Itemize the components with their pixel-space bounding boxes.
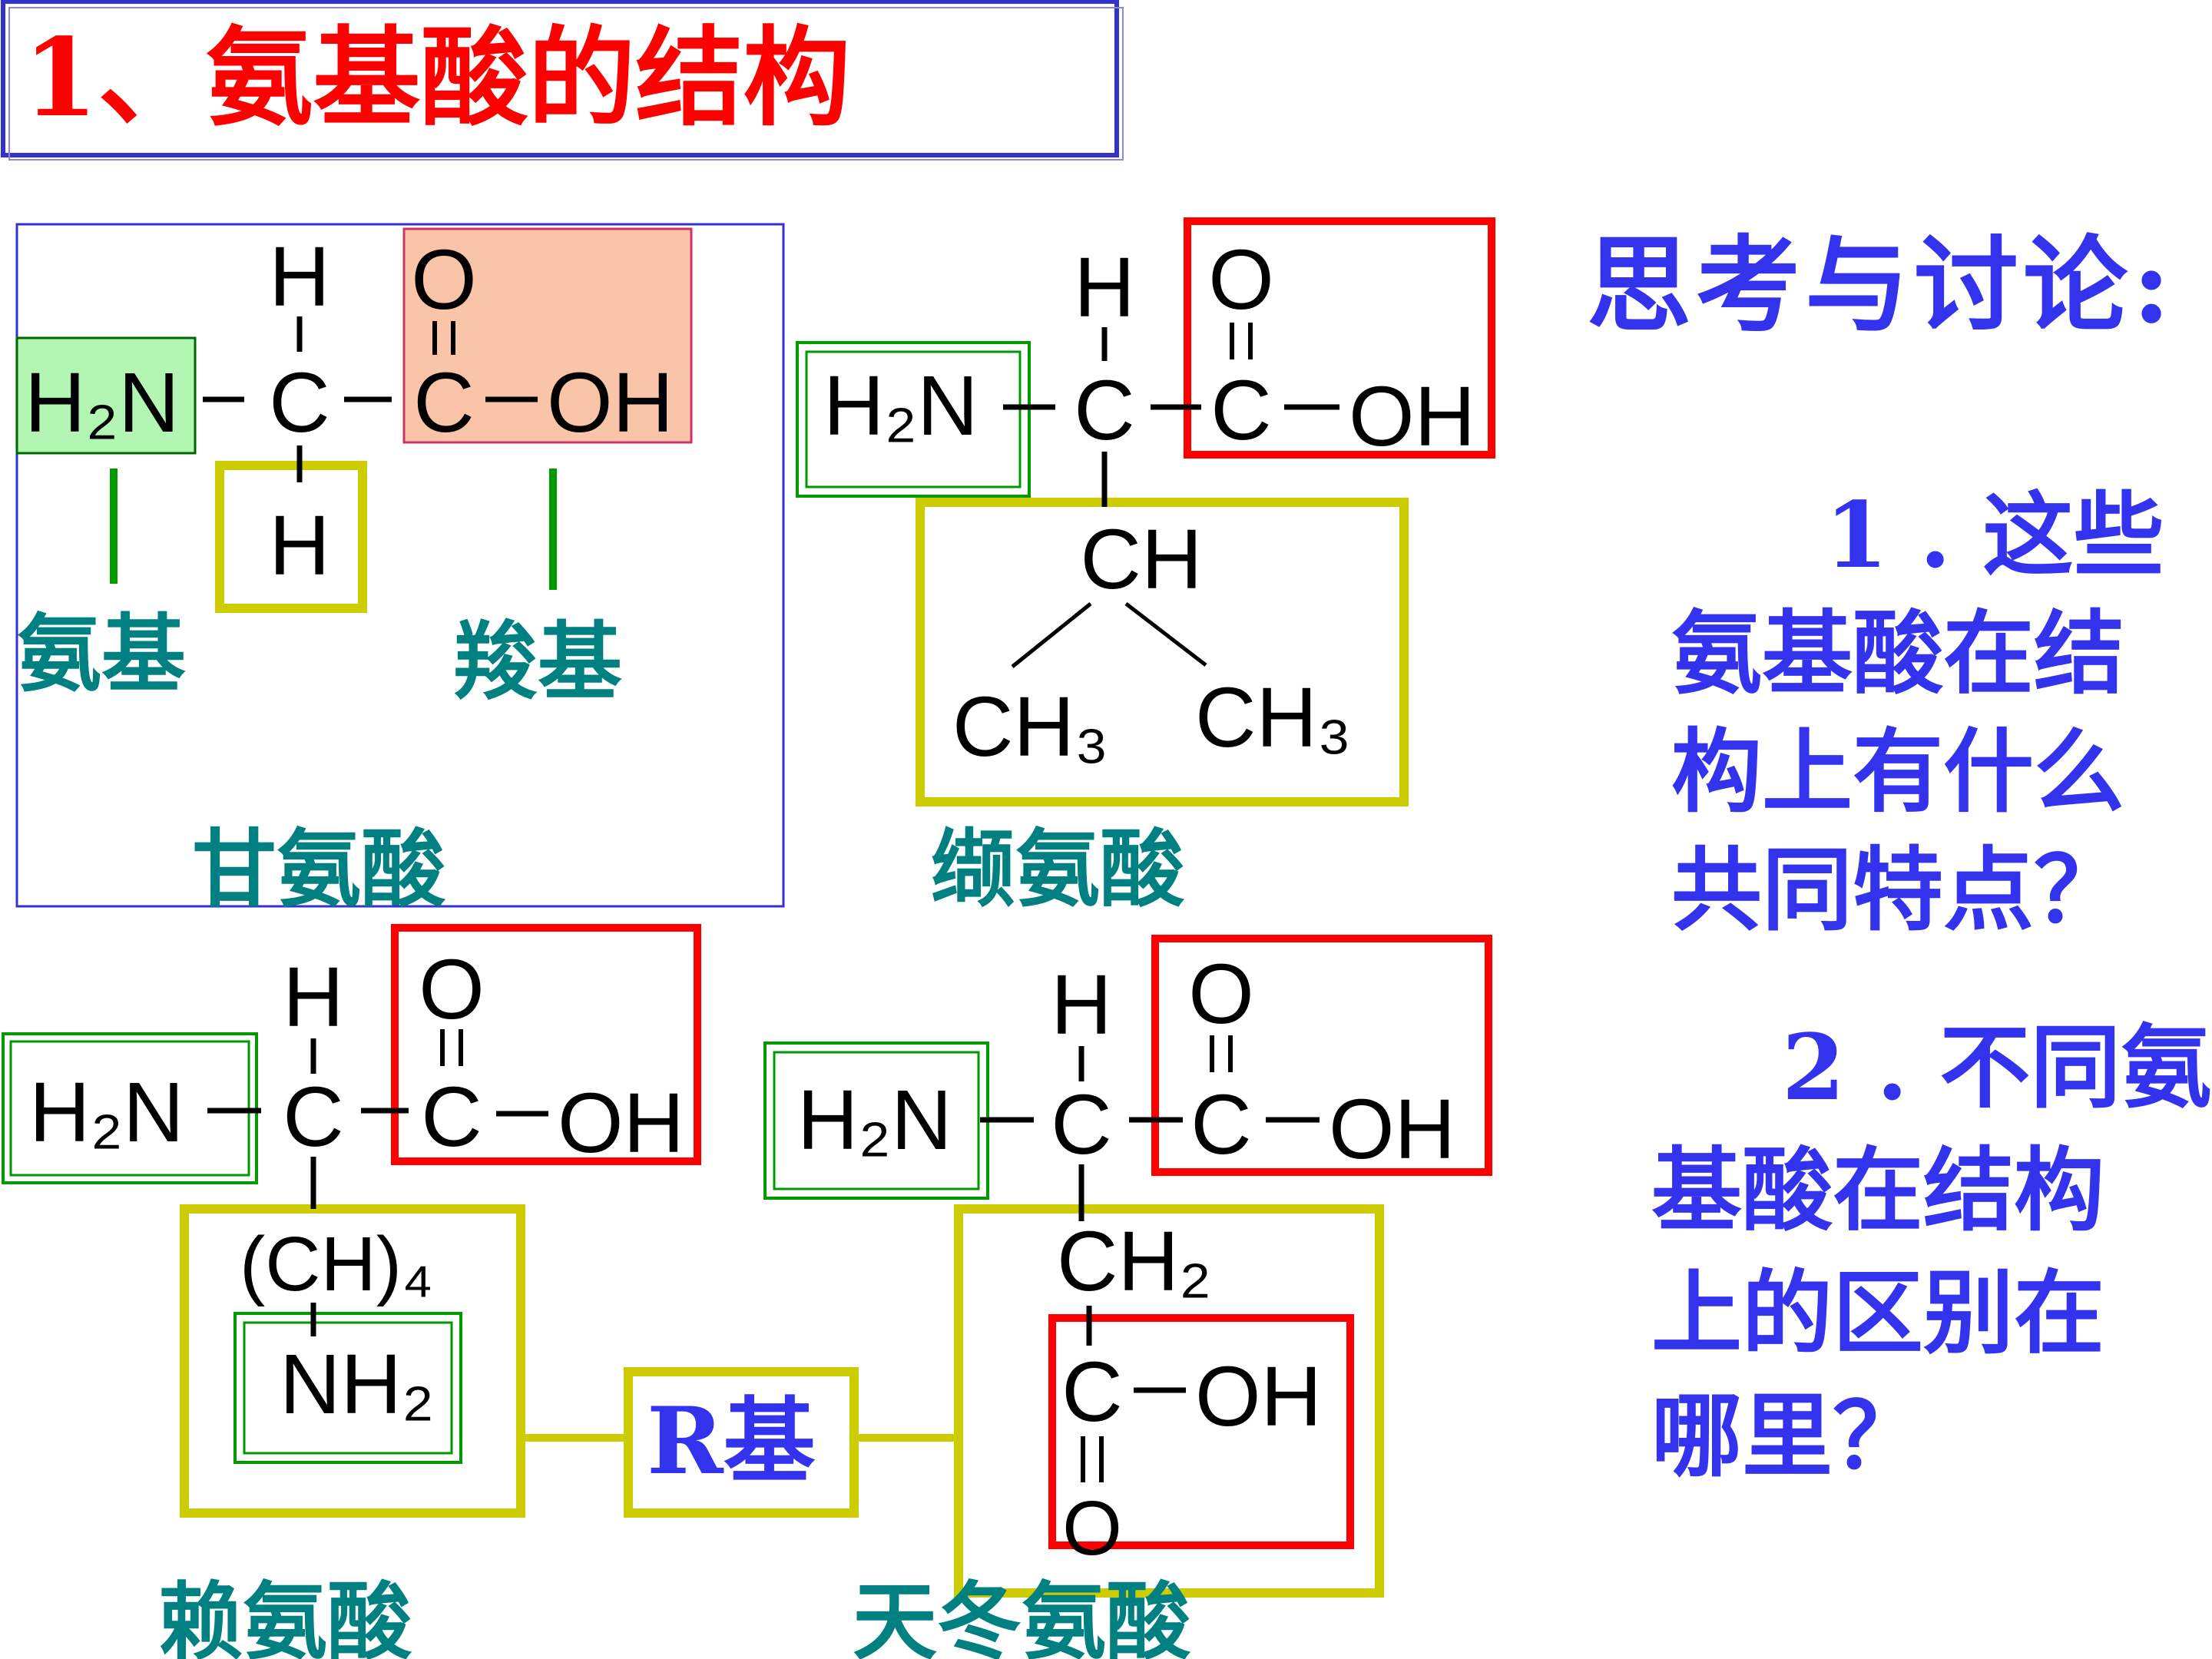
valine-carboxyl-carbon: C <box>1210 363 1271 458</box>
aspartic-amino-box-inner <box>773 1051 980 1190</box>
r-group-callout: R基 <box>522 1367 957 1518</box>
glycine-name: 甘氨酸 <box>192 820 446 919</box>
amino-group-label: 氨基 <box>17 604 186 704</box>
glycine-top-h: H <box>269 230 329 324</box>
discussion-heading: 思考与讨论: <box>1587 224 2176 347</box>
question-1-line-4: 共同特点？ <box>1671 836 2125 943</box>
lysine-carboxyl-oxygen: O <box>419 942 485 1037</box>
question-2-line-4: 哪里？ <box>1651 1382 1924 1489</box>
aspartic-r-ch2: CH₂ <box>1057 1214 1212 1309</box>
aspartic-side-oh: OH <box>1195 1349 1322 1444</box>
discussion-question-1: 1 . 这些 氨基酸在结 构上有什么 共同特点？ <box>1671 476 2164 949</box>
aspartic-carboxyl-oxygen: O <box>1188 947 1254 1041</box>
valine-amino: H₂N <box>823 359 979 453</box>
valine-carboxyl-box <box>1184 217 1495 459</box>
glycine-carboxyl-carbon: C <box>413 356 474 450</box>
glycine-structure: H H₂N C C O OH H 氨基 羧基 甘氨酸 <box>15 223 785 919</box>
aspartic-carboxyl-box <box>1151 935 1492 1176</box>
valine-alpha-carbon: C <box>1074 363 1134 458</box>
amino-group-highlight <box>15 336 197 455</box>
valine-r-ch3-left: CH₃ <box>952 680 1109 774</box>
glycine-frame <box>15 223 785 908</box>
aspartic-alpha-carbon: C <box>1051 1078 1111 1172</box>
aspartic-name: 天冬氨酸 <box>853 1572 1191 1659</box>
aspartic-side-carbon: C <box>1061 1345 1122 1439</box>
glycine-r-h: H <box>269 498 329 593</box>
question-1-line-3: 构上有什么 <box>1671 718 2125 825</box>
glycine-carboxyl-oh: OH <box>547 356 674 450</box>
lysine-name: 赖氨酸 <box>158 1572 412 1659</box>
title-frame-shadow <box>8 7 1124 161</box>
valine-top-h: H <box>1074 240 1134 335</box>
glycine-carboxyl-oxygen: O <box>411 233 477 327</box>
lysine-carboxyl-box <box>391 924 701 1165</box>
lysine-amino: H₂N <box>29 1065 184 1160</box>
carboxyl-group-label: 羧基 <box>453 612 622 711</box>
question-2-line-2: 基酸在结构 <box>1651 1137 2105 1243</box>
discussion-question-2: 2 . 不同氨 基酸在结构 上的区别在 哪里？ <box>1651 1006 2211 1498</box>
question-2-line-1: 2 . 不同氨 <box>1782 1014 2212 1121</box>
valine-branch-right <box>1124 602 1207 667</box>
question-1-line-1: 1 . 这些 <box>1825 482 2164 588</box>
lysine-side-amino-box-inner <box>243 1321 453 1455</box>
valine-amino-box-outer <box>796 341 1031 498</box>
aspartic-top-h: H <box>1051 958 1111 1052</box>
title-block: 1、氨基酸的结构 <box>1 0 1124 161</box>
lysine-side-amino-box-outer <box>233 1312 462 1464</box>
r-group-label-box <box>624 1367 859 1518</box>
glycine-amino: H₂N <box>25 356 180 450</box>
aspartic-amino: H₂N <box>797 1073 952 1167</box>
aspartic-carboxyl-carbon: C <box>1190 1078 1251 1172</box>
glycine-alpha-carbon: C <box>269 356 329 450</box>
valine-amino-box-inner <box>805 350 1022 488</box>
r-group-label: R基 <box>647 1387 816 1495</box>
lysine-r-group-box <box>180 1204 525 1518</box>
lysine-carboxyl-oh: OH <box>558 1076 684 1171</box>
valine-branch-left <box>1011 602 1092 668</box>
valine-r-ch: CH <box>1081 512 1203 607</box>
aspartic-carboxyl-oh: OH <box>1329 1082 1455 1177</box>
lysine-r-nh2: NH₂ <box>280 1337 435 1432</box>
valine-r-group-box <box>916 498 1409 806</box>
lysine-top-h: H <box>283 950 343 1045</box>
aspartic-acid-structure: H H₂N C C O OH CH₂ C OH O 天冬氨酸 <box>763 935 1492 1659</box>
question-2-line-3: 上的区别在 <box>1651 1260 2105 1366</box>
aspartic-side-carboxyl-box <box>1048 1314 1354 1549</box>
aspartic-r-group-box <box>954 1204 1384 1598</box>
valine-carboxyl-oxygen: O <box>1208 233 1274 327</box>
glycine-r-group-box <box>215 461 367 613</box>
valine-r-ch3-right: CH₃ <box>1195 671 1352 765</box>
valine-name: 缬氨酸 <box>931 820 1185 919</box>
valine-carboxyl-oh: OH <box>1349 369 1475 464</box>
title-frame <box>1 0 1119 157</box>
question-1-line-2: 氨基酸在结 <box>1671 600 2125 707</box>
lysine-r-ch4: (CH)₄ <box>240 1221 433 1307</box>
page-title: 1、氨基酸的结构 <box>23 15 850 141</box>
valine-structure: H H₂N C C O OH CH CH₃ CH₃ 缬氨酸 <box>796 217 1495 919</box>
lysine-alpha-carbon: C <box>283 1070 343 1164</box>
aspartic-side-oxygen: O <box>1062 1485 1122 1571</box>
lysine-structure: H H₂N C C O OH (CH)₄ NH₂ 赖氨酸 <box>2 924 701 1659</box>
lysine-carboxyl-carbon: C <box>421 1070 482 1164</box>
